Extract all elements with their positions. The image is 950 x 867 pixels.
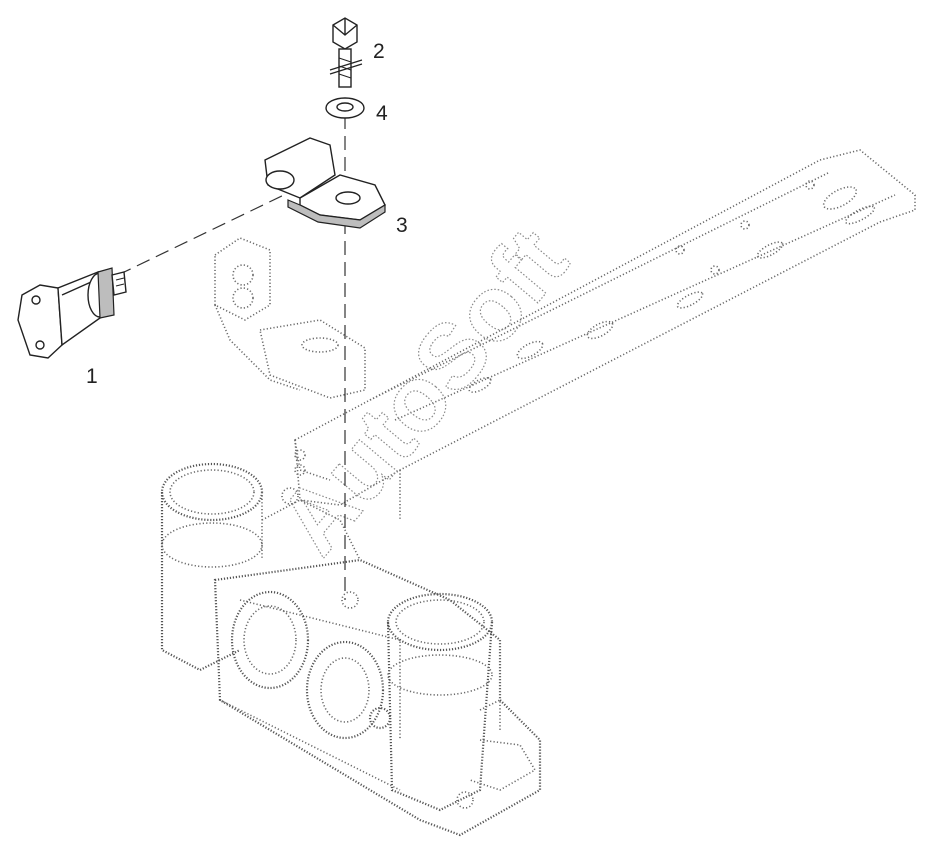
callout-1: 1 xyxy=(86,365,98,388)
sensor-icon xyxy=(17,267,127,359)
short-bracket xyxy=(214,237,366,399)
leader-lines xyxy=(117,115,346,600)
bolt-icon xyxy=(329,17,363,88)
callout-3: 3 xyxy=(396,214,408,237)
clamp-icon xyxy=(264,137,386,229)
bracket-icon xyxy=(294,149,916,520)
callout-4: 4 xyxy=(376,102,388,125)
callout-2: 2 xyxy=(373,40,385,63)
washer-icon xyxy=(325,97,365,119)
manifold-icon xyxy=(160,462,542,837)
watermark: AutoSoft xyxy=(259,210,587,573)
